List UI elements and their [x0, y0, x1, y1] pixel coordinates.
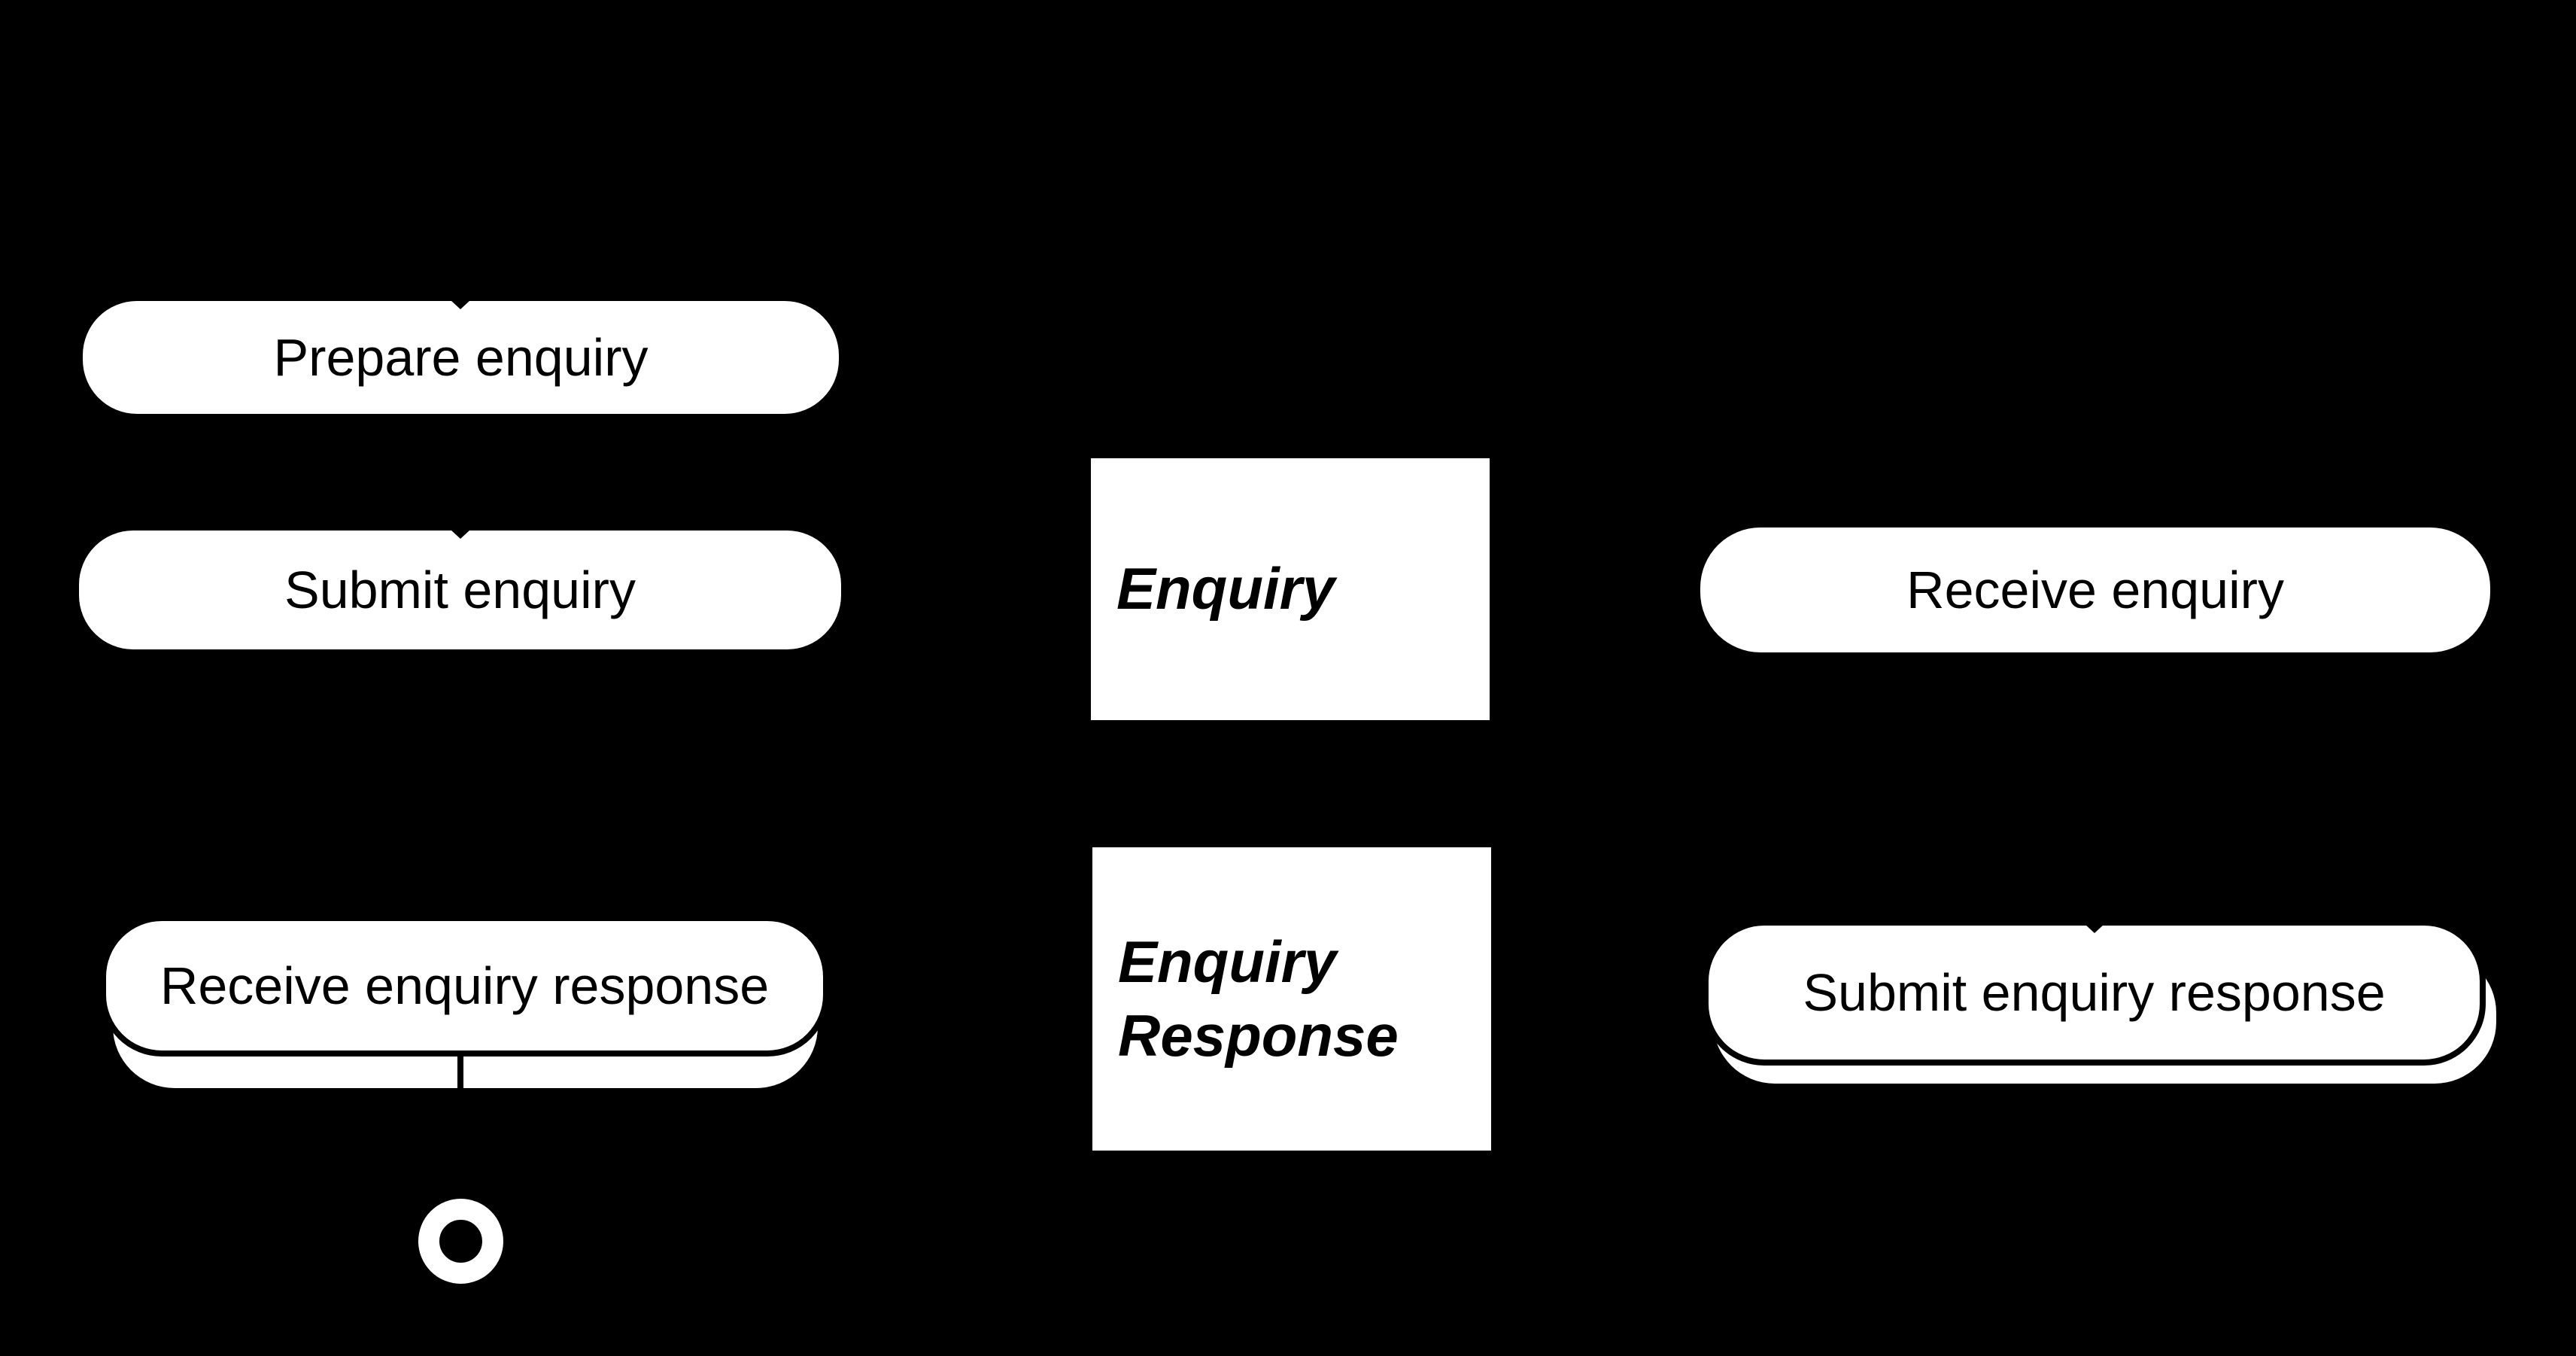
task-label: Receive enquiry [1906, 561, 2284, 619]
data-object-enquiry-response[interactable]: Enquiry Response [1092, 847, 1491, 1151]
task-prepare-enquiry[interactable]: Prepare enquiry [83, 300, 839, 414]
task-label: Submit enquiry [284, 561, 636, 619]
end-event-circle-icon[interactable] [418, 1199, 503, 1284]
data-object-label: Enquiry [1116, 555, 1335, 622]
data-object-label-line2: Response [1118, 1002, 1399, 1069]
task-receive-enquiry[interactable]: Receive enquiry [1700, 528, 2490, 652]
arrowhead-notch-icon [2085, 924, 2104, 933]
task-label: Receive enquiry response [159, 956, 770, 1015]
task-submit-enquiry-response[interactable]: Submit enquiry response [1703, 920, 2486, 1066]
sequence-flow-stub [457, 1057, 463, 1088]
task-submit-enquiry[interactable]: Submit enquiry [79, 530, 841, 649]
task-label: Prepare enquiry [273, 328, 649, 387]
task-receive-enquiry-response[interactable]: Receive enquiry response [100, 915, 829, 1057]
data-object-label-line1: Enquiry [1118, 929, 1337, 995]
arrowhead-notch-icon [451, 530, 470, 539]
task-label: Submit enquiry response [1803, 963, 2386, 1022]
arrowhead-notch-icon [451, 300, 470, 309]
data-object-enquiry[interactable]: Enquiry [1091, 458, 1490, 720]
